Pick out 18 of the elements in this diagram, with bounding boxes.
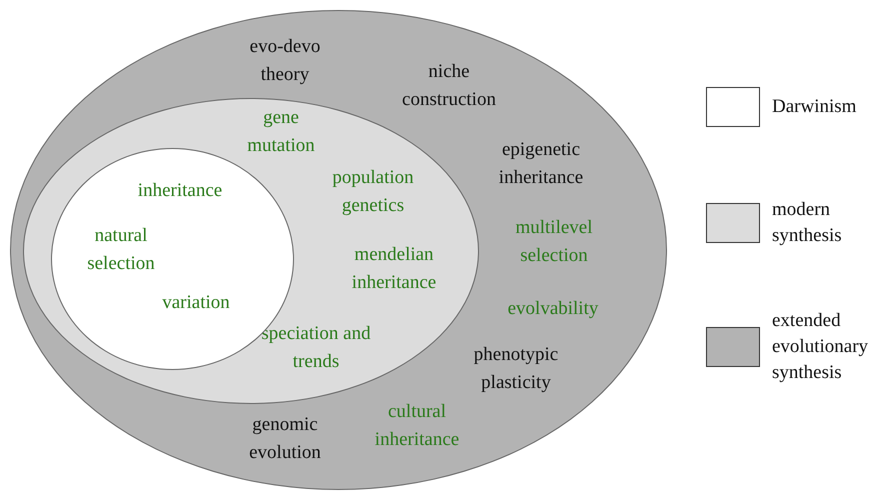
term-label: inheritance: [136, 179, 224, 203]
term-label: speciation and trends: [261, 322, 371, 374]
legend-label: modern synthesis: [772, 198, 843, 248]
term-label: population genetics: [331, 166, 415, 218]
term-label: evolvability: [506, 297, 600, 321]
term-label: gene mutation: [246, 106, 316, 158]
legend-label: Darwinism: [772, 95, 858, 119]
term-label: niche construction: [401, 60, 497, 112]
term-label: variation: [161, 291, 231, 315]
term-label: phenotypic plasticity: [472, 343, 560, 395]
term-label: natural selection: [86, 224, 156, 276]
term-label: multilevel selection: [514, 216, 594, 268]
term-label: cultural inheritance: [374, 400, 460, 452]
term-label: mendelian inheritance: [350, 243, 438, 295]
term-label: genomic evolution: [248, 413, 322, 465]
legend-label: extended evolutionary synthesis: [772, 309, 870, 385]
term-label: evo-devo theory: [248, 35, 322, 87]
term-label: epigenetic inheritance: [498, 138, 584, 190]
